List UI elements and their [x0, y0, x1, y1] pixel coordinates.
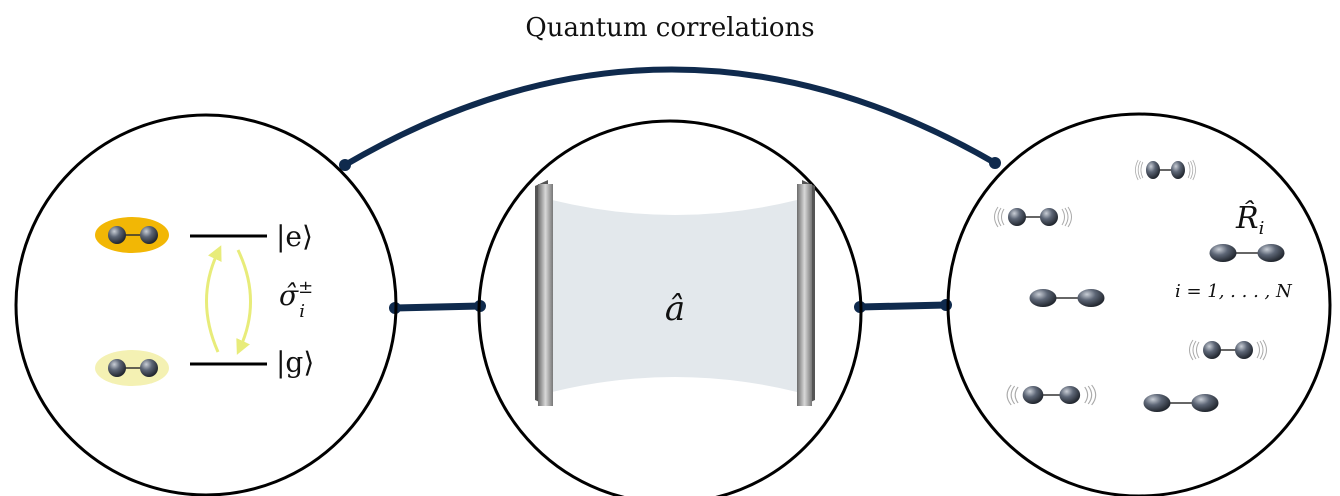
atom-panel-circle [14, 113, 398, 496]
excited-state-label: |e⟩ [276, 220, 313, 253]
emission-arrow [236, 249, 252, 355]
cavity-field [552, 200, 797, 392]
index-range: i = 1, . . . , N [1175, 281, 1293, 302]
cavity-panel: â [535, 180, 815, 406]
arc-endpoint-right [989, 157, 1001, 169]
link-endpoint [940, 299, 952, 311]
sigma-operator: σ̂±i [279, 277, 313, 322]
ground-state-label: |g⟩ [276, 346, 314, 379]
field-operator: â [665, 289, 685, 329]
mirror-left [538, 184, 553, 406]
mirror-right [797, 184, 812, 406]
atom-panel: |e⟩ |g⟩ σ̂±i [95, 217, 314, 386]
link-center-right [859, 301, 947, 311]
link-left-center [394, 302, 481, 312]
R-operator: R̂i [1235, 201, 1264, 239]
molecules-panel: R̂i i = 1, . . . , N [994, 159, 1293, 414]
molecules-panel-circle [946, 112, 1332, 496]
arc-endpoint-left [339, 159, 351, 171]
cavity-panel-circle [477, 119, 863, 496]
absorption-arrow [205, 245, 222, 353]
title: Quantum correlations [525, 13, 814, 43]
quantum-correlation-arc [343, 66, 997, 168]
